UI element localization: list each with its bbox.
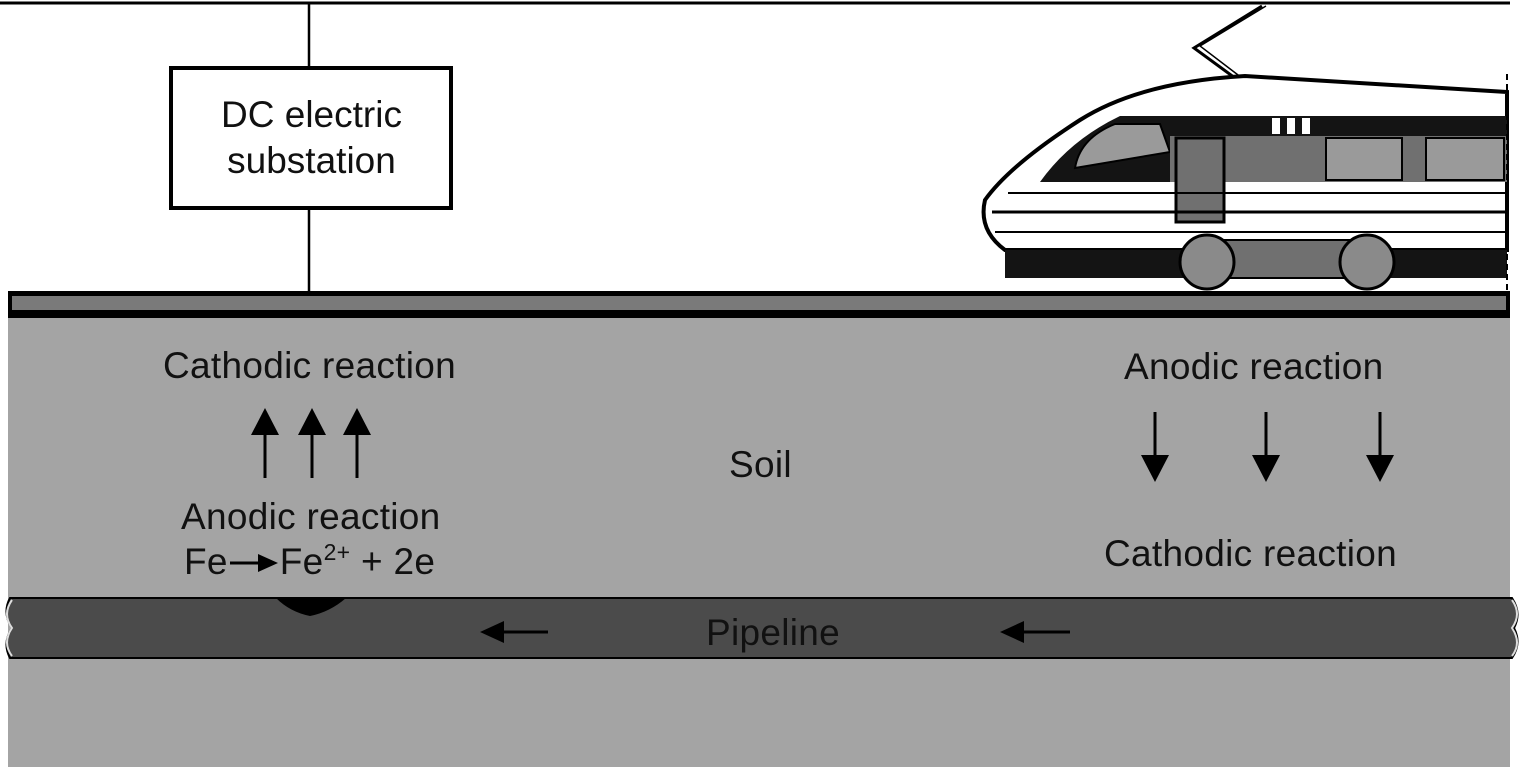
roof-vent-2	[1287, 118, 1295, 134]
corrosion-pit-icon	[276, 598, 346, 616]
left-top-label: Cathodic reaction	[163, 345, 457, 386]
soil-label: Soil	[729, 444, 792, 485]
arrow-up-icon	[298, 408, 326, 478]
pantograph-arm	[1198, 5, 1267, 79]
door	[1174, 136, 1226, 224]
arrow-down-icon	[1141, 412, 1169, 482]
substation-label-line1: DC electric	[221, 94, 402, 135]
wheel-front	[1178, 233, 1236, 291]
right-top-label: Anodic reaction	[1124, 346, 1384, 387]
equation-rest: + 2e	[360, 541, 436, 582]
substation-box	[169, 66, 453, 210]
window-1	[1325, 137, 1403, 181]
equation-product: Fe	[279, 541, 324, 582]
pantograph	[1191, 4, 1263, 80]
rail-top-surface	[12, 296, 1506, 310]
roof-vent-1	[1272, 118, 1280, 134]
substation-label-line2: substation	[227, 140, 396, 181]
arrow-up-icon	[343, 408, 371, 478]
pipeline-label: Pipeline	[706, 612, 841, 653]
roof-vent-3	[1302, 118, 1310, 134]
soil-area	[8, 318, 1510, 767]
wheel-rear	[1338, 233, 1396, 291]
left-bottom-label: Anodic reaction	[181, 496, 441, 537]
equation-reactant: Fe	[184, 541, 228, 582]
equation-charge: 2+	[323, 539, 351, 565]
arrow-left-icon	[1000, 621, 1070, 643]
reaction-arrow-icon	[229, 554, 278, 572]
arrow-down-icon	[1252, 412, 1280, 482]
train-icon	[981, 4, 1509, 291]
arrow-down-icon	[1366, 412, 1394, 482]
pipeline-right-end	[1510, 599, 1518, 657]
window-2	[1425, 137, 1505, 181]
substation-label: DC electric substation	[172, 92, 451, 184]
right-bottom-label: Cathodic reaction	[1104, 533, 1398, 574]
arrow-up-icon	[251, 408, 279, 478]
pipeline-left-end	[6, 599, 14, 657]
windshield	[1073, 123, 1172, 170]
arrow-left-icon	[480, 621, 548, 643]
